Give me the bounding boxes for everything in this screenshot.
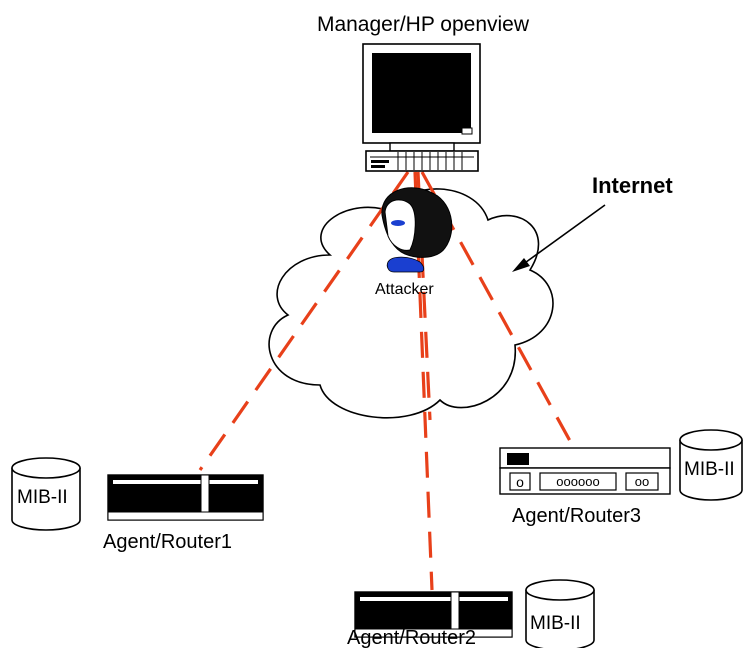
router3-label: Agent/Router3 [512,505,641,527]
internet-label: Internet [592,173,673,198]
router3-port-b: oo [635,474,649,489]
mib1-label: MIB-II [17,487,68,508]
mib3-label: MIB-II [684,459,735,480]
attacker-head-icon [381,187,453,273]
router2-label: Agent/Router2 [347,627,476,648]
mib1-database-icon [11,457,81,531]
router2-icon [354,591,513,638]
router1-label: Agent/Router1 [103,531,232,553]
attacker-label: Attacker [375,281,434,298]
mib2-label: MIB-II [530,613,581,634]
router1-icon [107,474,264,521]
internet-arrow [512,204,606,272]
link-router2 [413,171,434,591]
router3-ports: oooooo [556,474,599,489]
manager-computer-icon [362,43,481,172]
link-router1 [198,171,410,471]
router3-port-a: o [516,474,524,490]
router3-icon: o oooooo oo [499,447,671,495]
mib3-database-icon [679,429,743,501]
mib2-database-icon [525,579,595,648]
manager-label: Manager/HP openview [317,13,530,36]
